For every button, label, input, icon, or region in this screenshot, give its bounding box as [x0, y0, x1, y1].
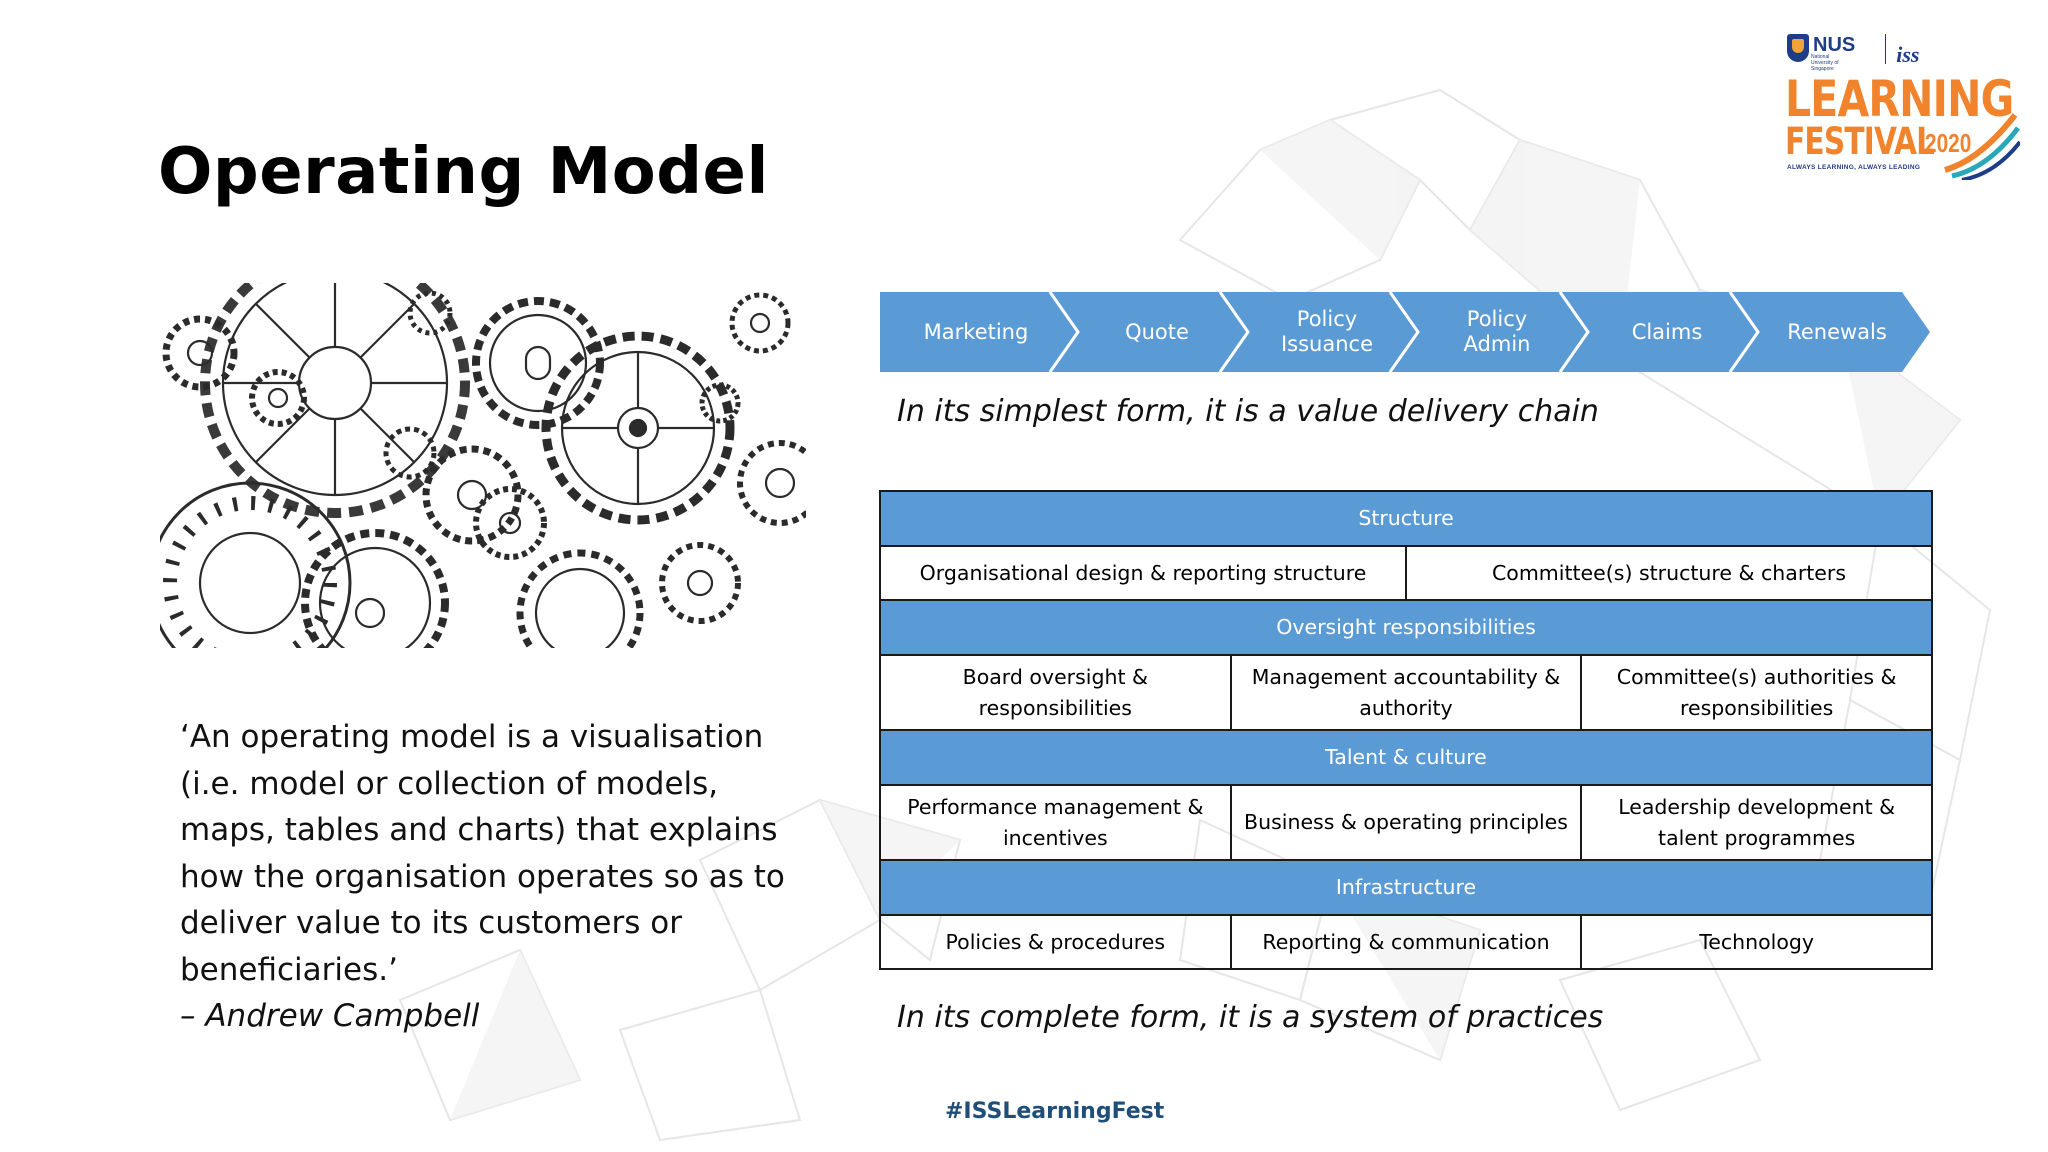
- section-header-oversight: Oversight responsibilities: [879, 599, 1933, 656]
- practice-cell: Business & operating principles: [1229, 784, 1583, 861]
- chain-step-label: Policy Admin: [1463, 307, 1531, 356]
- practice-cell: Policies & procedures: [879, 914, 1232, 970]
- quote-block: ‘An operating model is a visualisation (…: [180, 714, 820, 1040]
- chain-step-policy-issuance: Policy Issuance: [1220, 292, 1420, 372]
- chain-step-renewals: Renewals: [1730, 292, 1930, 372]
- learning-festival-logo: NUS iss National University of Singapore…: [1785, 30, 2025, 180]
- iss-wordmark: iss: [1896, 42, 1920, 67]
- practice-cell: Leadership development & talent programm…: [1580, 784, 1933, 861]
- chain-step-label: Renewals: [1787, 319, 1887, 344]
- practice-cell: Technology: [1580, 914, 1933, 970]
- logo-divider: [1885, 34, 1887, 64]
- section-header-infrastructure: Infrastructure: [879, 859, 1933, 916]
- practice-cell: Performance management & incentives: [879, 784, 1232, 861]
- chain-step-label: Quote: [1125, 319, 1189, 344]
- section-header-structure: Structure: [879, 490, 1933, 547]
- practice-cell: Committee(s) structure & charters: [1404, 545, 1934, 601]
- quote-author: – Andrew Campbell: [180, 998, 480, 1034]
- chain-step-label: Claims: [1631, 319, 1703, 344]
- value-chain-caption: In its simplest form, it is a value deli…: [897, 394, 1599, 429]
- logo-tagline: ALWAYS LEARNING, ALWAYS LEADING: [1787, 164, 1921, 171]
- hashtag: #ISSLearningFest: [945, 1099, 1165, 1124]
- chevron-separators: [1048, 292, 1760, 372]
- practice-cell: Board oversight & responsibilities: [879, 654, 1232, 731]
- value-chain: Marketing Quote Policy Issuance Policy A…: [880, 292, 1932, 372]
- practice-cell: Management accountability & authority: [1229, 654, 1583, 731]
- nus-subtitle: National University of Singapore: [1811, 54, 1839, 72]
- chain-step-marketing: Marketing: [880, 292, 1080, 372]
- chain-step-claims: Claims: [1560, 292, 1760, 372]
- practice-cell: Committee(s) authorities & responsibilit…: [1580, 654, 1933, 731]
- nus-wordmark: NUS: [1813, 34, 1856, 56]
- swoosh-icon: [1944, 113, 2020, 180]
- quote-text: ‘An operating model is a visualisation (…: [180, 719, 785, 988]
- chain-step-quote: Quote: [1050, 292, 1250, 372]
- gears-illustration-icon: [160, 283, 806, 648]
- logo-festival-text: FESTIVAL: [1785, 120, 1935, 163]
- slide-title: Operating Model: [158, 135, 769, 209]
- chain-step-policy-admin: Policy Admin: [1390, 292, 1590, 372]
- logo-learning-text: LEARNING: [1785, 70, 2014, 128]
- practice-cell: Organisational design & reporting struct…: [879, 545, 1407, 601]
- section-header-talent-culture: Talent & culture: [879, 729, 1933, 786]
- nus-crest-icon: [1787, 34, 1809, 62]
- practices-caption: In its complete form, it is a system of …: [897, 1000, 1604, 1035]
- chain-step-label: Marketing: [923, 319, 1029, 344]
- nus-iss-logo-row: NUS iss: [1787, 34, 1919, 68]
- logo-year: 2020: [1925, 128, 1972, 158]
- chain-step-label: Policy Issuance: [1280, 307, 1374, 356]
- practice-cell: Reporting & communication: [1229, 914, 1583, 970]
